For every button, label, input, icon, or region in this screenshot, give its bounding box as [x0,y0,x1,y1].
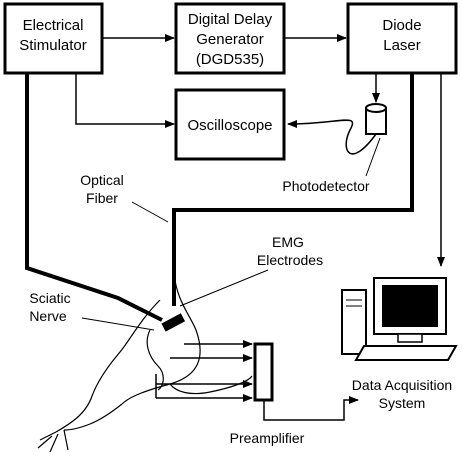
diode-laser-block: Diode Laser [346,2,458,75]
svg-text:Laser: Laser [383,37,421,54]
photodetector-to-oscilloscope-cable [287,119,377,155]
emg-leader-line [179,269,269,307]
svg-text:Digital Delay: Digital Delay [188,11,273,28]
optical-fiber-line [172,73,414,306]
stimulating-electrode-cable [25,73,163,322]
svg-text:Stimulator: Stimulator [19,37,87,54]
photodetector-leader-line [365,137,381,177]
daq-label-line2: System [379,395,426,411]
emg-electrodes-label-line1: EMG [272,234,304,250]
stimulating-electrode-icon [161,313,186,332]
electrical-stimulator-block: Electrical Stimulator [3,2,104,75]
photodetector-label: Photodetector [282,178,370,194]
optical-fiber-label-line2: Fiber [86,190,118,206]
stimulator-to-oscilloscope-arrow [75,73,175,128]
digital-delay-generator-block: Digital Delay Generator (DGD535) [174,2,286,75]
daq-label-line1: Data Acquisition [352,377,452,393]
svg-text:Oscilloscope: Oscilloscope [187,117,272,134]
optical-fiber-leader-line [131,201,169,223]
photodetector-icon [365,103,387,135]
preamplifier-block [253,342,274,402]
computer-icon [341,277,458,361]
svg-text:Diode: Diode [382,17,421,34]
preamplifier-label: Preamplifier [230,430,305,446]
svg-text:(DGD535): (DGD535) [196,51,264,68]
sciatic-nerve-leader-line [81,317,155,331]
svg-text:Generator: Generator [196,31,264,48]
emg-electrodes-label-line2: Electrodes [257,252,323,268]
sciatic-nerve-label-line1: Sciatic [29,290,70,306]
preamp-to-daq-arrow [263,396,359,421]
oscilloscope-block: Oscilloscope [174,88,286,161]
svg-text:Electrical: Electrical [23,17,84,34]
optical-fiber-label-line1: Optical [80,172,124,188]
sciatic-nerve-label-line2: Nerve [29,308,67,324]
